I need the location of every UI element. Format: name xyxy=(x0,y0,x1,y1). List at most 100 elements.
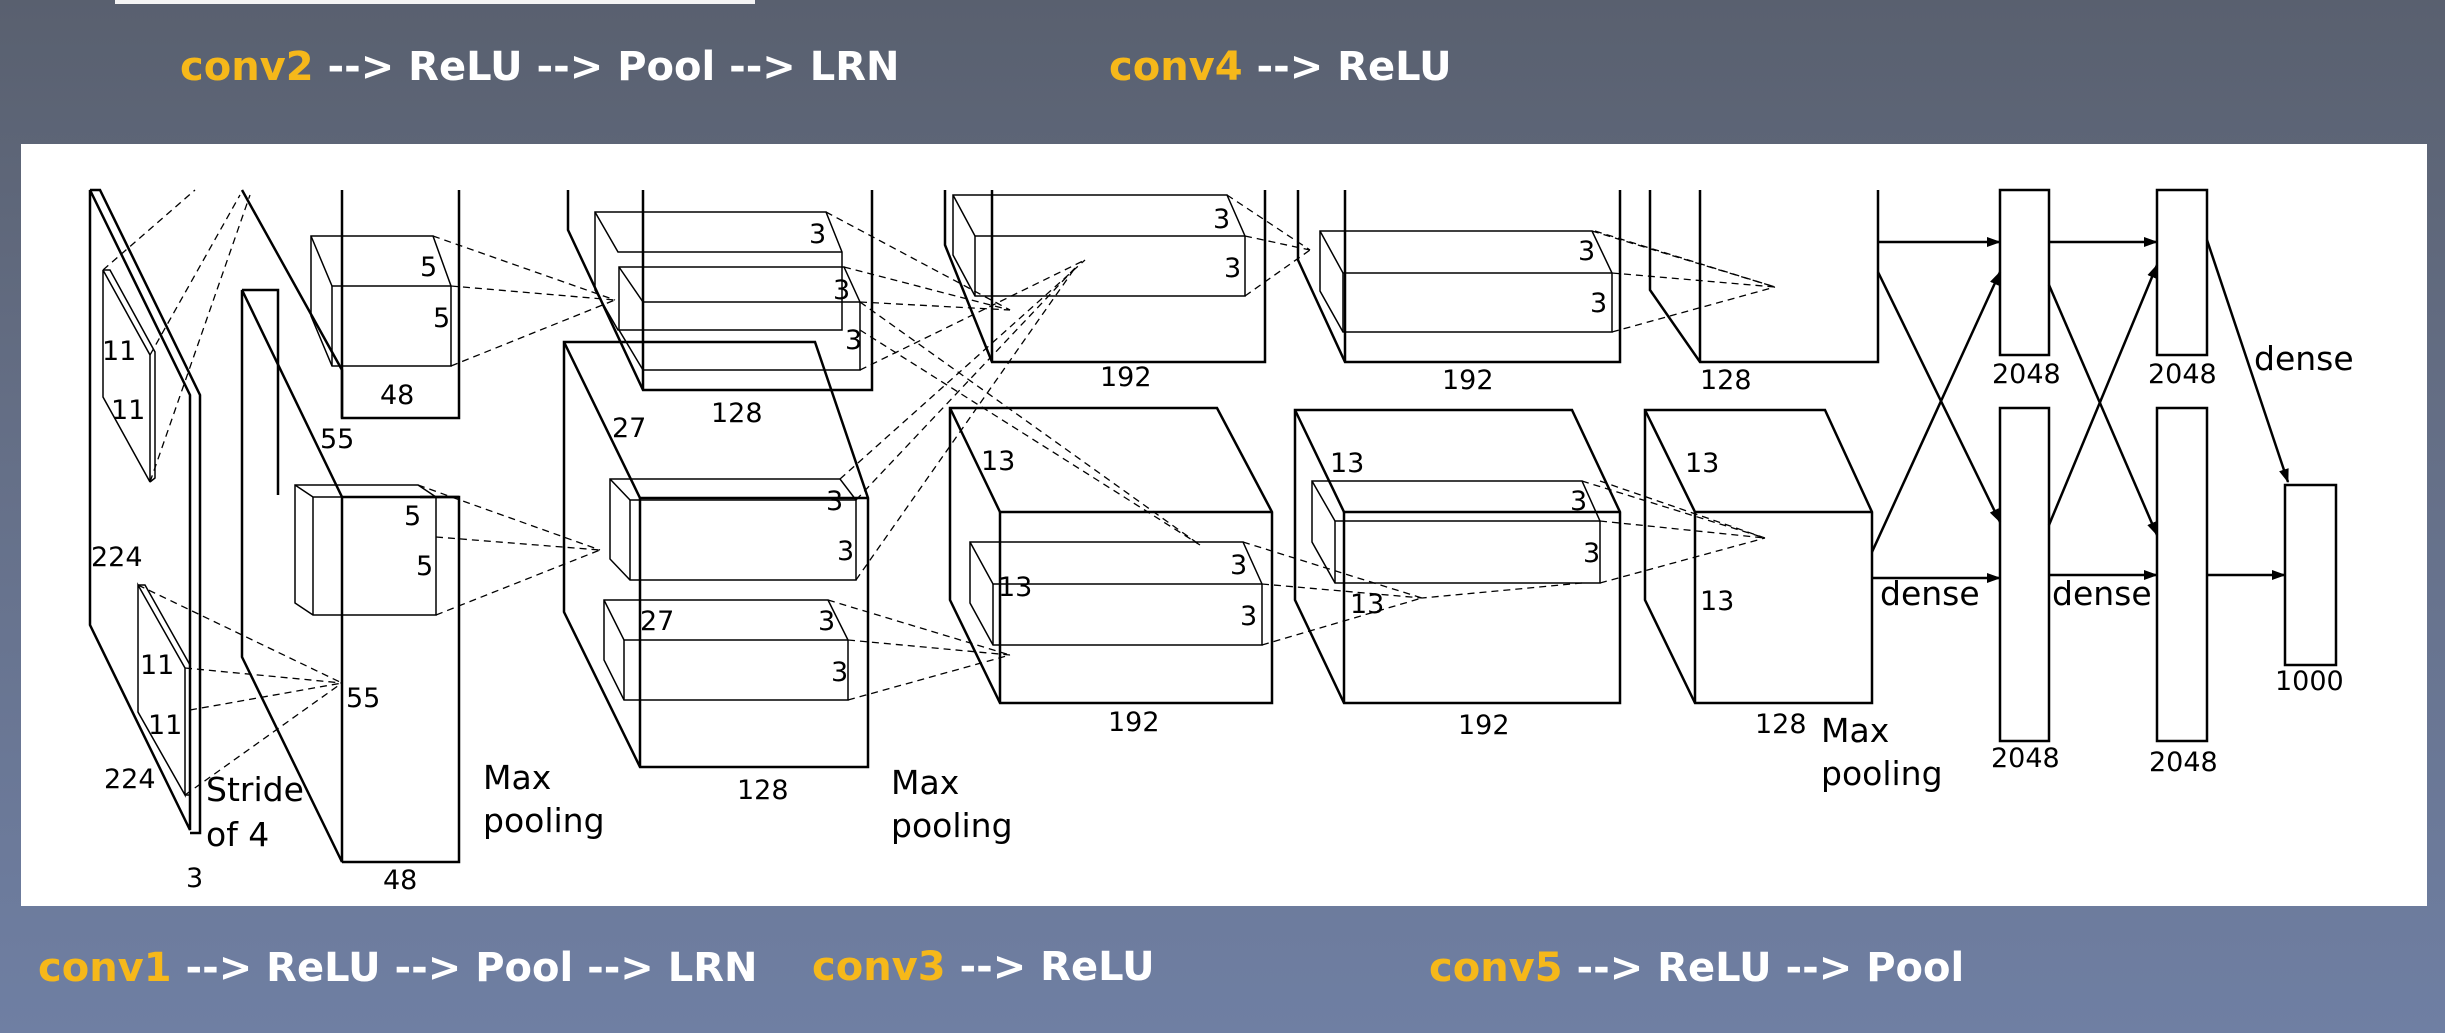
fc-connections xyxy=(1870,237,2290,583)
pool5-label: pooling xyxy=(1821,754,1943,793)
conv3-kernel-label: 3 xyxy=(1213,204,1230,235)
conv1-kernel-label: 5 xyxy=(433,303,450,334)
conv2-depth-label: 128 xyxy=(711,398,763,429)
caption-conv1: conv1 --> ReLU --> Pool --> LRN xyxy=(38,945,758,991)
conv1-kernel-label: 5 xyxy=(404,501,421,532)
conv1-size-label: 55 xyxy=(320,424,354,455)
fc2-bottom-layer xyxy=(2155,406,2209,743)
output-layer xyxy=(2283,483,2338,667)
conv2-kernel-label: 3 xyxy=(818,606,835,637)
conv2-depth-label: 128 xyxy=(737,775,789,806)
pool2-label: Max xyxy=(891,763,959,802)
conv1-kernel-label: 5 xyxy=(420,252,437,283)
conv2-block xyxy=(562,190,874,769)
conv3-size-label: 13 xyxy=(981,446,1015,477)
dense-label: dense xyxy=(1880,574,1980,613)
conv4-kernel-label: 3 xyxy=(1570,486,1587,517)
conv2-kernel-label: 3 xyxy=(831,657,848,688)
conv4-kernel-label: 3 xyxy=(1583,538,1600,569)
caption-text: --> ReLU --> Pool --> LRN xyxy=(313,44,900,90)
conv1-depth-label: 48 xyxy=(383,865,417,896)
pool1-label: pooling xyxy=(483,801,605,840)
caption-conv3: conv3 --> ReLU xyxy=(812,944,1155,990)
conv5-pool-projections xyxy=(1421,230,1776,599)
conv2-size-label: 27 xyxy=(640,606,674,637)
fc1-top-layer xyxy=(1998,188,2051,357)
conv3-depth-label: 192 xyxy=(1108,707,1160,738)
caption-text: --> ReLU xyxy=(945,944,1155,990)
input-width-label: 224 xyxy=(104,764,156,795)
conv4-kernel-label: 3 xyxy=(1578,236,1595,267)
fc2-bottom-size: 2048 xyxy=(2149,747,2218,778)
conv2-size-label: 27 xyxy=(612,413,646,444)
input-kernel-label: 11 xyxy=(148,710,182,741)
fc2-top-layer xyxy=(2155,188,2209,357)
conv3-kernel-label: 3 xyxy=(1230,550,1247,581)
fc1-bottom-size: 2048 xyxy=(1991,743,2060,774)
fc1-bottom-layer xyxy=(1998,406,2051,743)
conv2-kernel-label: 3 xyxy=(826,486,843,517)
output-size: 1000 xyxy=(2275,666,2344,697)
conv3-depth-label: 192 xyxy=(1100,362,1152,393)
caption-text: --> ReLU --> Pool --> LRN xyxy=(171,945,758,991)
input-kernel-label: 11 xyxy=(111,395,145,426)
fc2-top-size: 2048 xyxy=(2148,359,2217,390)
conv4-kernel-projections xyxy=(1581,230,1776,584)
conv1-size-label: 55 xyxy=(346,683,380,714)
caption-keyword: conv1 xyxy=(38,945,172,991)
conv5-depth-label: 128 xyxy=(1700,365,1752,396)
conv5-block xyxy=(1643,190,1880,705)
conv3-kernel-projections xyxy=(1226,194,1423,646)
caption-conv4: conv4 --> ReLU xyxy=(1109,44,1452,90)
conv4-kernels xyxy=(1311,230,1613,584)
conv1-block xyxy=(240,189,461,864)
stride-label: Stride xyxy=(206,770,304,809)
dense-label: dense xyxy=(2254,339,2354,378)
input-kernel-label: 11 xyxy=(102,336,136,367)
conv2-kernel-label: 3 xyxy=(833,275,850,306)
input-kernel-projections xyxy=(102,189,343,796)
conv3-kernel-label: 3 xyxy=(1240,601,1257,632)
stride-label: of 4 xyxy=(206,815,269,854)
conv4-kernel-label: 3 xyxy=(1590,288,1607,319)
conv5-size-label: 13 xyxy=(1700,586,1734,617)
conv2-kernel-projections xyxy=(825,211,1201,701)
conv4-size-label: 13 xyxy=(1350,589,1384,620)
conv5-depth-label: 128 xyxy=(1755,709,1807,740)
conv4-depth-label: 192 xyxy=(1442,365,1494,396)
alexnet-diagram: 11 11 224 11 11 224 3 Stride of 4 5 5 48… xyxy=(88,188,2354,896)
caption-conv5: conv5 --> ReLU --> Pool xyxy=(1429,945,1964,991)
fc-layers xyxy=(1998,188,2338,743)
dense-label: dense xyxy=(2052,574,2152,613)
conv3-size-label: 13 xyxy=(998,572,1032,603)
input-depth-label: 3 xyxy=(186,863,203,894)
conv1-kernel-projections xyxy=(417,235,616,616)
input-layer xyxy=(88,188,202,835)
conv2-kernel-label: 3 xyxy=(809,219,826,250)
alexnet-diagram-panel: 11 11 224 11 11 224 3 Stride of 4 5 5 48… xyxy=(21,144,2427,906)
pool1-label: Max xyxy=(483,758,551,797)
conv4-depth-label: 192 xyxy=(1458,710,1510,741)
caption-text: --> ReLU --> Pool xyxy=(1562,945,1965,991)
caption-keyword: conv3 xyxy=(812,944,946,990)
conv1-kernel-label: 5 xyxy=(416,551,433,582)
conv2-kernel-label: 3 xyxy=(845,325,862,356)
input-kernel-label: 11 xyxy=(140,650,174,681)
fc1-top-size: 2048 xyxy=(1992,359,2061,390)
conv3-block xyxy=(943,190,1274,705)
input-height-label: 224 xyxy=(91,542,143,573)
conv1-depth-label: 48 xyxy=(380,380,414,411)
caption-conv2: conv2 --> ReLU --> Pool --> LRN xyxy=(180,44,900,90)
caption-text: --> ReLU xyxy=(1242,44,1452,90)
pool5-label: Max xyxy=(1821,711,1889,750)
pool2-label: pooling xyxy=(891,806,1013,845)
conv5-size-label: 13 xyxy=(1685,448,1719,479)
conv3-kernel-label: 3 xyxy=(1224,253,1241,284)
top-edge-line xyxy=(115,0,755,4)
conv4-block xyxy=(1293,190,1622,705)
caption-keyword: conv5 xyxy=(1429,945,1563,991)
conv2-kernel-label: 3 xyxy=(837,536,854,567)
caption-keyword: conv4 xyxy=(1109,44,1243,90)
conv4-size-label: 13 xyxy=(1330,448,1364,479)
caption-keyword: conv2 xyxy=(180,44,314,90)
